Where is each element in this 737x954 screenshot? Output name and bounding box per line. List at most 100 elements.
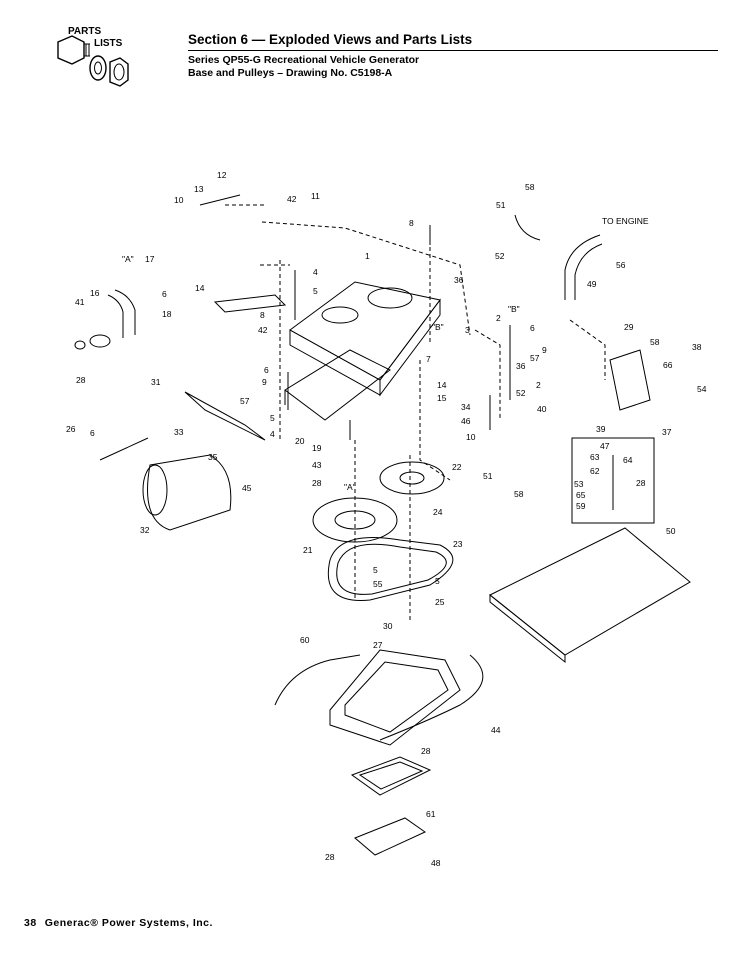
page-header: Section 6 — Exploded Views and Parts Lis… bbox=[188, 32, 718, 80]
callout: 14 bbox=[437, 380, 447, 390]
callout: 20 bbox=[295, 436, 305, 446]
callout: 48 bbox=[431, 858, 441, 868]
callout: 9 bbox=[542, 345, 547, 355]
header-rule bbox=[188, 50, 718, 51]
parts-lists-logo: PARTS LISTS bbox=[50, 26, 130, 96]
callout: "B" bbox=[432, 322, 444, 332]
section-title: Section 6 — Exploded Views and Parts Lis… bbox=[188, 32, 473, 47]
callout: 40 bbox=[537, 404, 547, 414]
callout: 54 bbox=[697, 384, 707, 394]
callout: 5 bbox=[270, 413, 275, 423]
callout: 33 bbox=[174, 427, 184, 437]
bolt-nut-washer-icon bbox=[57, 35, 129, 87]
callout: 9 bbox=[262, 377, 267, 387]
callout: 62 bbox=[590, 466, 600, 476]
callout: 2 bbox=[536, 380, 541, 390]
callout: 64 bbox=[623, 455, 633, 465]
callout: 44 bbox=[491, 725, 501, 735]
callout: 18 bbox=[162, 309, 172, 319]
callout: TO ENGINE bbox=[602, 216, 649, 226]
callout: 26 bbox=[66, 424, 76, 434]
callout: 60 bbox=[300, 635, 310, 645]
callout: "A" bbox=[344, 482, 356, 492]
callout: 51 bbox=[483, 471, 493, 481]
callout: 23 bbox=[453, 539, 463, 549]
callout: 55 bbox=[373, 579, 383, 589]
callout: 21 bbox=[303, 545, 313, 555]
callout: 5 bbox=[373, 565, 378, 575]
callout: 42 bbox=[287, 194, 297, 204]
callout: 43 bbox=[312, 460, 322, 470]
callout: 19 bbox=[312, 443, 322, 453]
callout: 6 bbox=[162, 289, 167, 299]
callout: 36 bbox=[516, 361, 526, 371]
callout: 13 bbox=[194, 184, 204, 194]
page-footer: 38 Generac® Power Systems, Inc. bbox=[24, 917, 213, 929]
callout: 16 bbox=[90, 288, 100, 298]
callout: 27 bbox=[373, 640, 383, 650]
callout: 17 bbox=[145, 254, 155, 264]
callout: 8 bbox=[260, 310, 265, 320]
callout: 32 bbox=[140, 525, 150, 535]
callout: 49 bbox=[587, 279, 597, 289]
callout: 6 bbox=[264, 365, 269, 375]
callout: 52 bbox=[516, 388, 526, 398]
callout: 56 bbox=[616, 260, 626, 270]
callout: 28 bbox=[325, 852, 335, 862]
callout: 6 bbox=[90, 428, 95, 438]
callout: 61 bbox=[426, 809, 436, 819]
callout: "B" bbox=[508, 304, 520, 314]
series-subtitle: Series QP55-G Recreational Vehicle Gener… bbox=[188, 54, 420, 66]
callout: 28 bbox=[636, 478, 646, 488]
page-number: 38 bbox=[24, 917, 37, 929]
callout: 58 bbox=[650, 337, 660, 347]
callout: 8 bbox=[409, 218, 414, 228]
callout: 34 bbox=[461, 402, 471, 412]
callout: 31 bbox=[151, 377, 161, 387]
callout: 4 bbox=[313, 267, 318, 277]
callout: 22 bbox=[452, 462, 462, 472]
logo-text-parts: PARTS bbox=[68, 26, 102, 37]
callout: 12 bbox=[217, 170, 227, 180]
callout: 11 bbox=[311, 191, 320, 201]
callout: 57 bbox=[530, 353, 540, 363]
callout: 47 bbox=[600, 441, 610, 451]
callout: 10 bbox=[466, 432, 476, 442]
callout: 65 bbox=[576, 490, 586, 500]
callout: 35 bbox=[208, 452, 218, 462]
callout: 63 bbox=[590, 452, 600, 462]
callout: 1 bbox=[365, 251, 370, 261]
callout: 45 bbox=[242, 483, 252, 493]
callout: 28 bbox=[76, 375, 86, 385]
callout: 6 bbox=[530, 323, 535, 333]
callout: 39 bbox=[596, 424, 606, 434]
callout: 36 bbox=[454, 275, 464, 285]
callout: 4 bbox=[270, 429, 275, 439]
callout: 58 bbox=[514, 489, 524, 499]
callout: 14 bbox=[195, 283, 205, 293]
company-name: Generac® Power Systems, Inc. bbox=[44, 917, 213, 929]
callout: 15 bbox=[437, 393, 447, 403]
callout: 46 bbox=[461, 416, 471, 426]
callout: 28 bbox=[312, 478, 322, 488]
callout: 10 bbox=[174, 195, 184, 205]
callout: 53 bbox=[574, 479, 584, 489]
callout: 3 bbox=[465, 325, 470, 335]
base-frame-top bbox=[289, 281, 441, 381]
logo-text-lists: LISTS bbox=[94, 38, 123, 49]
callout: 66 bbox=[663, 360, 673, 370]
callout: 51 bbox=[496, 200, 506, 210]
callout: 41 bbox=[75, 297, 85, 307]
callout: 57 bbox=[240, 396, 250, 406]
callout: 7 bbox=[426, 354, 431, 364]
callout-labels: 12 13 10 42 11 58 51 8 TO ENGINE "A" 17 … bbox=[66, 170, 707, 868]
callout: 38 bbox=[692, 342, 702, 352]
callout: 5 bbox=[435, 576, 440, 586]
callout: 50 bbox=[666, 526, 676, 536]
callout: 37 bbox=[662, 427, 672, 437]
callout: 25 bbox=[435, 597, 445, 607]
callout: 24 bbox=[433, 507, 443, 517]
callout: 52 bbox=[495, 251, 505, 261]
callout: 5 bbox=[313, 286, 318, 296]
